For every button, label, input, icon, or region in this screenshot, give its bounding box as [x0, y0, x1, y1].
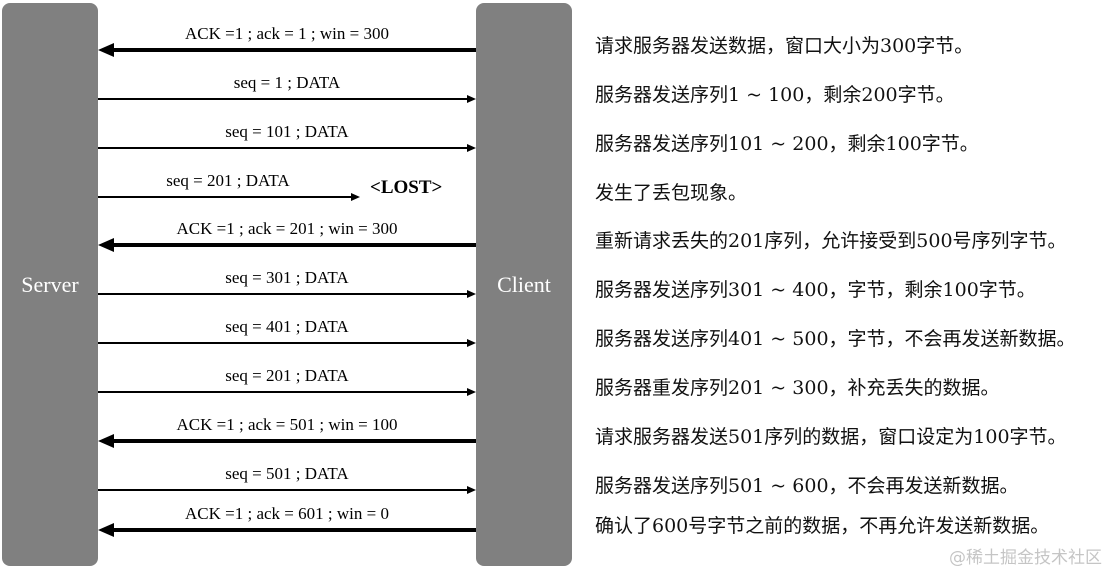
arrow-right-icon: [467, 95, 476, 103]
message-note: 确认了600号字节之前的数据，不再允许发送新数据。: [595, 515, 1050, 537]
message-note: 服务器发送序列501 ~ 600，不会再发送新数据。: [595, 475, 1019, 497]
message-row: ACK =1 ; ack = 1 ; win = 300: [98, 24, 476, 57]
arrow-right-icon: [467, 388, 476, 396]
message-row: seq = 101 ; DATA: [98, 122, 476, 152]
message-label: seq = 1 ; DATA: [233, 73, 341, 92]
message-row: ACK =1 ; ack = 601 ; win = 0: [98, 504, 476, 537]
message-row: seq = 1 ; DATA: [98, 73, 476, 103]
message-note: 服务器发送序列301 ~ 400，字节，剩余100字节。: [595, 279, 1036, 301]
lost-marker: <LOST>: [370, 177, 443, 198]
arrow-line: [98, 489, 468, 491]
message-label: seq = 301 ; DATA: [225, 268, 349, 287]
message-label: seq = 401 ; DATA: [225, 317, 349, 336]
client-host: Client: [476, 3, 572, 566]
message-label: ACK =1 ; ack = 601 ; win = 0: [185, 504, 389, 523]
message-label: ACK =1 ; ack = 201 ; win = 300: [176, 219, 398, 238]
arrow-line: [98, 391, 468, 393]
message-note: 服务器发送序列401 ~ 500，字节，不会再发送新数据。: [595, 328, 1076, 350]
watermark: @稀土掘金技术社区: [949, 548, 1102, 568]
message-label: ACK =1 ; ack = 501 ; win = 100: [176, 415, 398, 434]
arrow-line: [112, 48, 476, 52]
arrow-right-icon: [467, 486, 476, 494]
message-label: seq = 201 ; DATA: [225, 366, 349, 385]
message-label: seq = 201 ; DATA: [166, 171, 290, 190]
message-row: seq = 301 ; DATA: [98, 268, 476, 298]
message-row: ACK =1 ; ack = 201 ; win = 300: [98, 219, 476, 252]
message-row: seq = 201 ; DATA <LOST>: [98, 171, 476, 201]
arrow-line: [112, 243, 476, 247]
server-host: Server: [2, 3, 98, 566]
arrow-line: [98, 196, 352, 198]
server-label: Server: [21, 271, 79, 297]
arrow-right-icon: [467, 339, 476, 347]
message-label: seq = 101 ; DATA: [225, 122, 349, 141]
arrow-line: [98, 293, 468, 295]
arrow-line: [98, 98, 468, 100]
message-note: 发生了丢包现象。: [595, 182, 748, 204]
message-note: 重新请求丢失的201序列，允许接受到500号序列字节。: [595, 230, 1067, 252]
message-row: seq = 501 ; DATA: [98, 464, 476, 494]
message-note: 请求服务器发送数据，窗口大小为300字节。: [595, 35, 974, 57]
arrow-line: [98, 147, 468, 149]
arrow-line: [112, 439, 476, 443]
message-label: seq = 501 ; DATA: [225, 464, 349, 483]
arrow-left-icon: [98, 434, 114, 448]
message-label: ACK =1 ; ack = 1 ; win = 300: [185, 24, 389, 43]
client-label: Client: [497, 271, 551, 297]
arrow-right-icon: [467, 290, 476, 298]
message-row: seq = 201 ; DATA: [98, 366, 476, 396]
arrow-line: [112, 528, 476, 532]
arrow-line: [98, 342, 468, 344]
arrow-left-icon: [98, 238, 114, 252]
message-row: seq = 401 ; DATA: [98, 317, 476, 347]
arrow-left-icon: [98, 43, 114, 57]
arrow-right-icon: [351, 193, 360, 201]
message-note: 服务器重发序列201 ~ 300，补充丢失的数据。: [595, 377, 1000, 399]
message-note: 服务器发送序列1 ~ 100，剩余200字节。: [595, 84, 955, 106]
message-note: 请求服务器发送501序列的数据，窗口设定为100字节。: [595, 426, 1067, 448]
arrow-left-icon: [98, 523, 114, 537]
message-note: 服务器发送序列101 ~ 200，剩余100字节。: [595, 133, 979, 155]
arrow-right-icon: [467, 144, 476, 152]
message-row: ACK =1 ; ack = 501 ; win = 100: [98, 415, 476, 448]
